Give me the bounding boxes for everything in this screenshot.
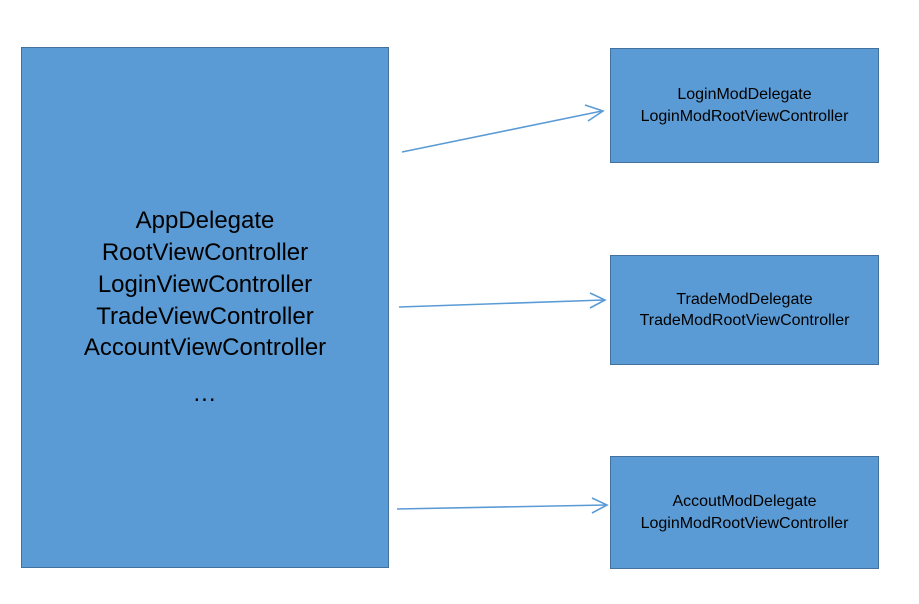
trade-module-delegate-label: TradeModDelegate [676, 290, 813, 308]
login-module-delegate-label: LoginModDelegate [677, 86, 812, 104]
arrow-to-accout-module [396, 497, 609, 514]
monolithic-app-node[interactable]: AppDelegate RootViewController LoginView… [21, 47, 389, 568]
monolith-line-app-delegate: AppDelegate [135, 207, 275, 235]
monolith-line-login-view-controller: LoginViewController [97, 270, 313, 298]
monolith-ellipsis: ... [193, 379, 217, 407]
login-module-node[interactable]: LoginModDelegate LoginModRootViewControl… [610, 48, 879, 163]
accout-module-root-view-controller-label: LoginModRootViewController [640, 514, 849, 532]
trade-module-root-view-controller-label: TradeModRootViewController [639, 312, 850, 329]
monolith-line-trade-view-controller: TradeViewController [96, 302, 314, 330]
login-module-root-view-controller-label: LoginModRootViewController [640, 107, 849, 125]
arrow-to-trade-module [398, 292, 607, 309]
accout-module-node[interactable]: AccoutModDelegate LoginModRootViewContro… [610, 456, 879, 569]
trade-module-node[interactable]: TradeModDelegate TradeModRootViewControl… [610, 255, 879, 365]
arrow-to-login-module [401, 104, 605, 153]
monolith-line-account-view-controller: AccountViewController [83, 334, 327, 362]
accout-module-delegate-label: AccoutModDelegate [672, 493, 817, 511]
monolith-line-root-view-controller: RootViewController [101, 239, 309, 267]
